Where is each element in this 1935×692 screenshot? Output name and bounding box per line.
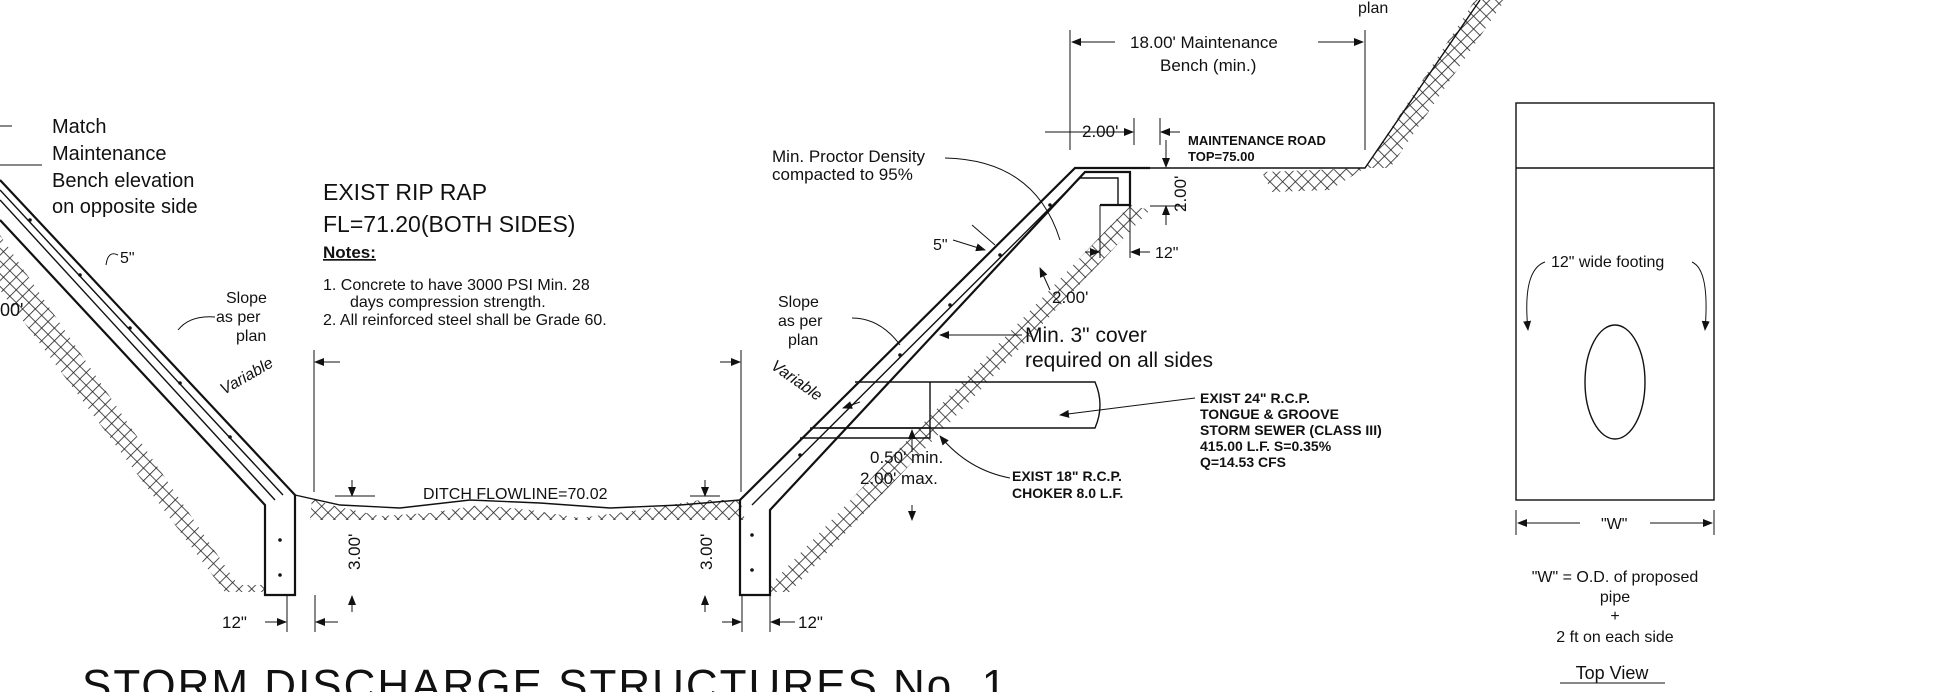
label-cover-1: Min. 3" cover xyxy=(1025,324,1147,347)
label-slope-left-2: as per xyxy=(216,309,261,326)
label-slope-left-3: plan xyxy=(236,328,266,345)
label-ditch-flowline: DITCH FLOWLINE=70.02 xyxy=(423,486,608,503)
label-match-1: Match xyxy=(52,116,106,138)
label-200-vert: 2.00' xyxy=(1171,176,1190,212)
label-200-left: 00' xyxy=(0,300,23,320)
label-bench-1: 18.00' Maintenance xyxy=(1130,33,1278,52)
label-bench-2: Bench (min.) xyxy=(1160,56,1256,75)
label-top-view: Top View xyxy=(1576,663,1650,683)
soil-hatch-ditch xyxy=(310,498,745,520)
label-w-def-4: 2 ft on each side xyxy=(1556,629,1674,646)
label-5in-right: 5" xyxy=(933,237,948,254)
maintenance-road-line xyxy=(1150,0,1481,169)
ditch-flowline xyxy=(294,494,741,509)
label-plan-top: plan xyxy=(1358,0,1388,17)
soil-hatch-left-slope xyxy=(0,235,265,592)
label-variable-left: Variable xyxy=(218,355,277,399)
label-variable-right: Variable xyxy=(768,357,825,404)
label-exist24-3: STORM SEWER (CLASS III) xyxy=(1200,422,1382,438)
label-w-def-3: + xyxy=(1610,608,1619,625)
label-12in-right-top: 12" xyxy=(1155,245,1178,262)
label-w-def-1: "W" = O.D. of proposed xyxy=(1532,569,1699,586)
label-exist24-5: Q=14.53 CFS xyxy=(1200,454,1286,470)
label-slope-left-1: Slope xyxy=(226,290,267,307)
label-w: "W" xyxy=(1601,516,1627,533)
label-match-4: on opposite side xyxy=(52,196,198,218)
label-exist18-1: EXIST 18" R.C.P. xyxy=(1012,468,1122,484)
label-match-3: Bench elevation xyxy=(52,170,194,192)
label-5in-left: 5" xyxy=(120,250,135,267)
dimension-lines xyxy=(0,30,1366,632)
label-proctor-1: Min. Proctor Density xyxy=(772,147,926,166)
label-300-right: 3.00' xyxy=(697,534,716,570)
pipe-18-rcp xyxy=(800,427,931,439)
label-maintenance-road-1: MAINTENANCE ROAD xyxy=(1188,133,1326,148)
label-12in-right-bottom: 12" xyxy=(798,613,823,632)
top-view-plan xyxy=(1515,102,1715,684)
label-slope-right-1: Slope xyxy=(778,294,819,311)
label-300-left: 3.00' xyxy=(345,534,364,570)
label-min-max-2: 2.00' max. xyxy=(860,469,938,488)
right-wall xyxy=(738,166,1150,597)
label-fl: FL=71.20(BOTH SIDES) xyxy=(323,211,575,237)
label-slope-right-3: plan xyxy=(788,332,818,349)
label-exist24-4: 415.00 L.F. S=0.35% xyxy=(1200,438,1332,454)
label-footing: 12" wide footing xyxy=(1551,254,1664,271)
label-slope-right-2: as per xyxy=(778,313,823,330)
pipe-24-rcp xyxy=(820,381,1101,429)
label-200-top: 2.00' xyxy=(1082,122,1118,141)
label-maintenance-road-2: TOP=75.00 xyxy=(1188,149,1255,164)
label-note1-line1: 1. Concrete to have 3000 PSI Min. 28 xyxy=(323,277,590,294)
label-cover-2: required on all sides xyxy=(1025,349,1213,372)
label-note1-line2: days compression strength. xyxy=(350,294,546,311)
label-note2: 2. All reinforced steel shall be Grade 6… xyxy=(323,312,607,329)
soil-hatch-upper-slope xyxy=(1365,0,1505,168)
label-exist18-2: CHOKER 8.0 L.F. xyxy=(1012,485,1123,501)
soil-hatch-road xyxy=(1262,168,1365,192)
label-200-slope: 2.00' xyxy=(1052,288,1088,307)
label-proctor-2: compacted to 95% xyxy=(772,165,913,184)
label-w-def-2: pipe xyxy=(1600,589,1630,606)
label-match-2: Maintenance xyxy=(52,143,167,165)
left-wall xyxy=(0,179,297,597)
soil-hatch-right-slope xyxy=(770,205,1150,592)
label-notes-heading: Notes: xyxy=(323,243,376,262)
page-title: STORM DISCHARGE STRUCTURES No. 1 xyxy=(82,661,1008,692)
label-exist24-2: TONGUE & GROOVE xyxy=(1200,406,1339,422)
label-min-max-1: 0.50' min. xyxy=(870,448,943,467)
label-exist24-1: EXIST 24" R.C.P. xyxy=(1200,390,1310,406)
label-exist-rip-rap: EXIST RIP RAP xyxy=(323,179,487,205)
label-12in-left-bottom: 12" xyxy=(222,613,247,632)
